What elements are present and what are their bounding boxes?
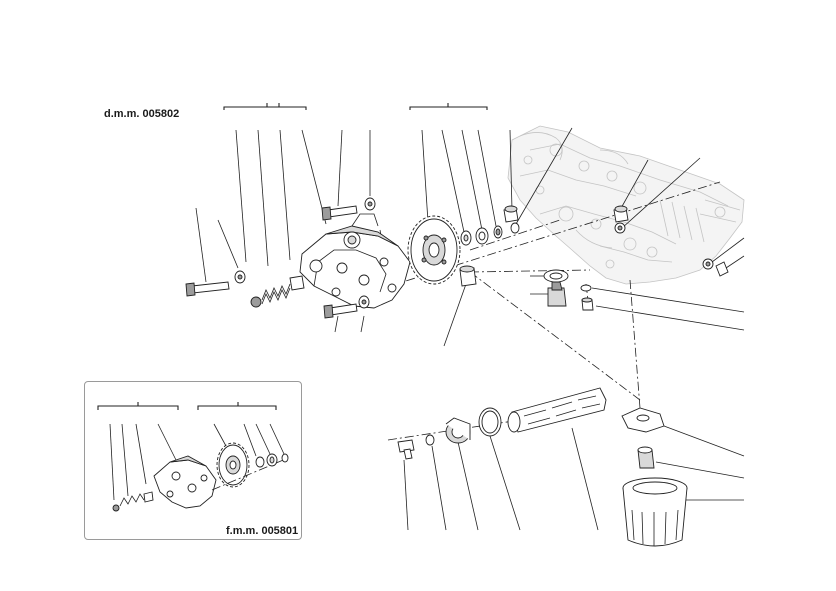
main-drawing-code: d.m.m. 005802	[104, 108, 180, 120]
pump-drive-gear	[407, 215, 461, 285]
inset-frame	[84, 381, 302, 540]
callout-brackets	[223, 103, 488, 110]
gear-washers	[460, 222, 520, 246]
spacer-bushing	[459, 265, 477, 287]
inset-drawing	[97, 402, 289, 512]
alignment-bushings	[503, 205, 629, 234]
pump-fasteners	[185, 197, 376, 319]
relief-valve-spring	[250, 275, 305, 308]
engine-casing-outline	[507, 125, 745, 285]
casing-plugs	[702, 258, 729, 277]
inset-drawing-code: f.m.m. 005801	[226, 525, 299, 537]
oil-strainer-group	[397, 387, 607, 460]
oil-filter-group	[621, 407, 688, 547]
oil-pump-body	[299, 213, 411, 309]
pressure-sensor-group	[543, 269, 594, 311]
